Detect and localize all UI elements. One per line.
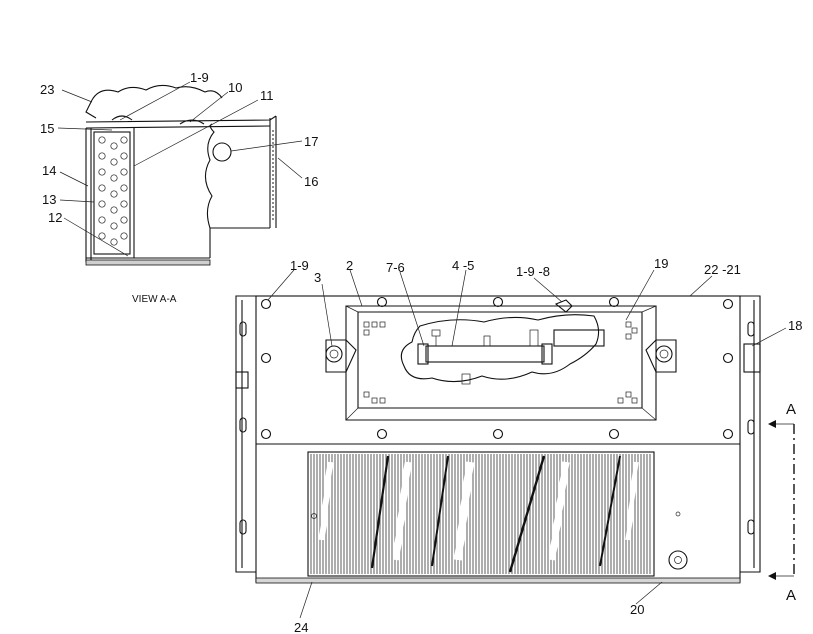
callout-3: 3: [314, 270, 321, 285]
callout-24: 24: [294, 620, 308, 634]
callout-22-21: 22 -21: [704, 262, 741, 277]
detail-leaders: [57, 81, 303, 257]
callout-18: 18: [788, 318, 802, 333]
corner-marks: [363, 321, 638, 404]
main-view: [235, 295, 761, 584]
main-leaders: [267, 269, 787, 619]
latch-left: [325, 339, 357, 373]
radiator-grille: [310, 454, 651, 574]
callout-2: 2: [346, 258, 353, 273]
detail-view-a-a: [85, 84, 277, 266]
callout-20: 20: [630, 602, 644, 617]
callout-11: 11: [260, 88, 274, 103]
callout-labels: 23 1-9 10 11 15 17 16 14 13 12 VIEW A-A …: [40, 70, 802, 634]
view-caption: VIEW A-A: [132, 294, 177, 305]
callout-10: 10: [228, 80, 242, 95]
callout-13: 13: [42, 192, 56, 207]
latch-right: [645, 339, 677, 373]
section-markers: [768, 420, 795, 580]
callout-4-5: 4 -5: [452, 258, 474, 273]
callout-1-9-detail: 1-9: [190, 70, 209, 85]
callout-1-9-main: 1-9: [290, 258, 309, 273]
callout-15: 15: [40, 121, 54, 136]
callout-1-9-8: 1-9 -8: [516, 264, 550, 279]
callout-16: 16: [304, 174, 318, 189]
section-marker-top: A: [786, 401, 796, 418]
filter-perforations: [98, 136, 128, 246]
callout-17: 17: [304, 134, 318, 149]
section-marker-bottom: A: [786, 587, 796, 604]
callout-23: 23: [40, 82, 54, 97]
callout-14: 14: [42, 163, 56, 178]
callout-19: 19: [654, 256, 668, 271]
callout-7-6: 7-6: [386, 260, 405, 275]
callout-12: 12: [48, 210, 62, 225]
